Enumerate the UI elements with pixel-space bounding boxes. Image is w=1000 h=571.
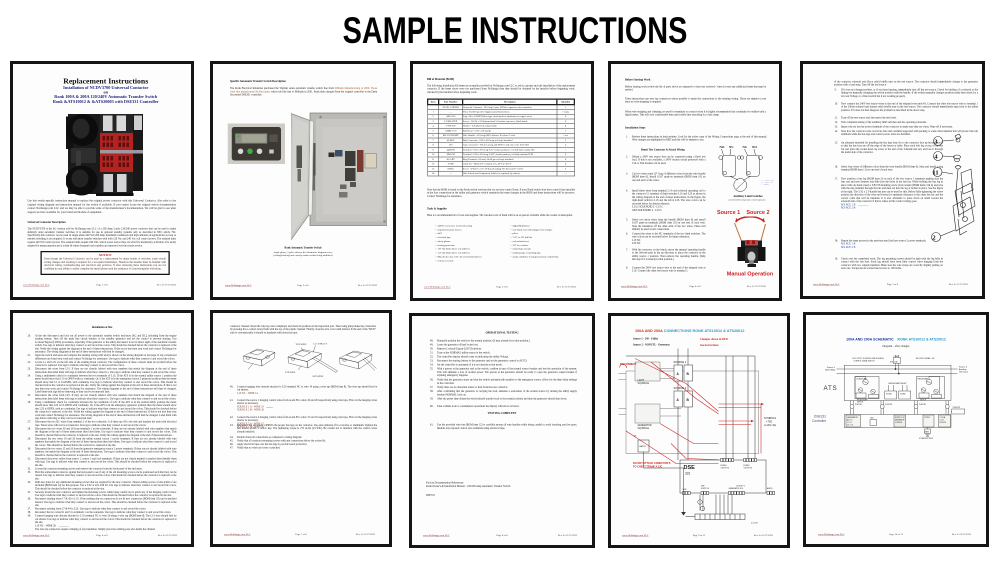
svg-text:PL ACTRL: PL ACTRL [919,403,926,406]
svg-text:NC: NC [743,145,748,149]
svg-text:NO: NO [752,145,757,149]
svg-text:11: 11 [932,170,938,177]
svg-text:A: A [677,372,680,376]
svg-text:on Wire Tap: on Wire Tap [764,424,777,427]
svg-text:DEF: DEF [701,486,705,488]
svg-text:L1/L2 UTILITY SOLENOID GEN SOL: L1/L2 UTILITY SOLENOID GEN SOLENOID [852,358,885,360]
svg-text:331: 331 [685,472,691,476]
svg-text:C BKR: C BKR [894,356,900,358]
svg-text:GENERATOR: GENERATOR [847,416,859,419]
svg-text:CONTROL SIGNAL SWITCH: CONTROL SIGNAL SWITCH [854,359,876,362]
svg-text:= TB2: = TB2 [766,422,773,424]
svg-text:SHIP: SHIP [683,489,688,491]
svg-text:4 3 2 1: 4 3 2 1 [940,420,945,422]
svg-text:D L DN: D L DN [751,523,758,525]
svg-text:NC: NC [729,145,734,149]
svg-text:SWITCH: SWITCH [920,400,926,402]
svg-text:2: 2 [932,235,935,242]
svg-text:AUX WIRE: AUX WIRE [312,375,324,378]
svg-text:PL ACTRL: PL ACTRL [885,403,892,406]
svg-text:Generator: Generator [959,371,968,374]
svg-text:DC BATTERY INPUT: DC BATTERY INPUT [919,437,933,440]
svg-text:PIN AUXILIARY: PIN AUXILIARY [857,399,868,402]
svg-text:SOLNID: SOLNID [886,394,893,396]
svg-text:TAP WIRE: TAP WIRE [285,371,296,374]
svg-text:PIN AUXILIARY: PIN AUXILIARY [918,378,929,381]
svg-text:CONTROL: CONTROL [895,422,902,424]
svg-text:AUX: AUX [871,417,874,420]
svg-text:Source 2: Source 2 [959,367,968,369]
svg-text:OUTPUT: OUTPUT [924,417,930,419]
svg-text:DSE331: DSE331 [814,415,826,419]
svg-text:L1 CONTACT: L1 CONTACT [314,343,328,346]
svg-text:OUTPUTS: OUTPUTS [721,467,730,469]
svg-text:Source 1: Source 1 [827,367,836,369]
svg-text:LIGHT: LIGHT [638,380,645,382]
svg-text:3: 3 [934,139,938,146]
svg-text:L1S AUXILIARY: L1S AUXILIARY [856,378,867,381]
svg-text:DSE: DSE [684,465,696,471]
svg-text:DO NOT ATTACH CONECTOR'S: DO NOT ATTACH CONECTOR'S [633,462,671,465]
svg-text:ATS: ATS [824,385,838,392]
svg-text:4: 4 [934,154,938,161]
svg-text:B: B [687,398,690,402]
svg-text:B: B [687,372,690,376]
svg-text:PL ACTRL: PL ACTRL [855,403,862,406]
svg-text:SOLNID: SOLNID [900,394,907,396]
svg-text:OUTPUT S: OUTPUT S [736,486,746,488]
svg-text:SOURCE 1: SOURCE 1 [674,361,687,364]
svg-text:A B C D: A B C D [847,419,853,422]
svg-text:B UNLK: B UNLK [744,465,751,467]
svg-text:NO: NO [720,145,725,149]
svg-text:(F.A. - L2B): (F.A. - L2B) [890,361,898,364]
svg-text:GENERATOR: GENERATOR [895,419,905,422]
svg-text:NEW AUXILIARY RELAYS: NEW AUXILIARY RELAYS [889,382,907,385]
svg-text:DISCONNECT: DISCONNECT [620,363,637,366]
svg-text:SOURCE: SOURCE [940,422,946,424]
svg-text:SWITCH: SWITCH [857,401,863,403]
svg-text:START: START [925,431,930,434]
svg-text:26: 26 [634,436,637,438]
svg-text:BATRY: BATRY [640,445,647,448]
svg-text:Auxiliary: Auxiliary [959,368,967,371]
svg-text:A UNLK: A UNLK [721,464,728,467]
svg-text:GENERATOR S/S: GENERATOR S/S [729,487,744,490]
svg-text:2 1 B A: 2 1 B A [940,416,946,419]
svg-text:240V Utility: 240V Utility [825,369,835,372]
svg-text:SOURCE 2: SOURCE 2 [674,387,687,390]
svg-text:4 3 2 1 S: 4 3 2 1 S [847,425,853,427]
svg-text:A: A [677,398,680,402]
svg-text:OUTPUTS: OUTPUTS [744,467,753,469]
svg-text:1 2 3 4: 1 2 3 4 [847,422,852,424]
svg-text:TO CHECT TRANF A C/C: TO CHECT TRANF A C/C [633,466,662,469]
svg-text:SUPPLY OC: SUPPLY OC [895,417,906,419]
svg-text:SQUIRCLE: SQUIRCLE [638,428,650,430]
svg-text:BK CONTL SIGNAL - 240: BK CONTL SIGNAL - 240 [916,357,934,360]
svg-text:SUPPLYS: SUPPLYS [701,488,710,490]
svg-text:GENERATOR: GENERATOR [638,424,652,427]
svg-text:ANLTE: ANLTE [767,487,773,490]
svg-text:TAN WIRE: TAN WIRE [296,343,307,346]
svg-text:SQUIRCLE: SQUIRCLE [638,383,650,385]
svg-text:TDI ACTRL: TDI ACTRL [953,406,961,409]
svg-text:Controller: Controller [812,419,827,423]
svg-text:SYMBOLS: SYMBOLS [764,417,776,420]
